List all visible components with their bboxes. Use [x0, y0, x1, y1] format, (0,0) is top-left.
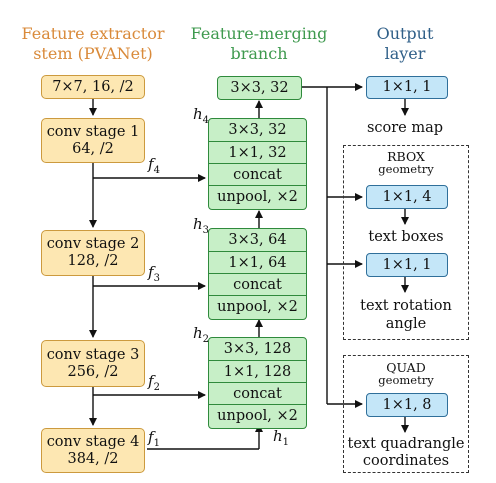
conv-stage-4-name: conv stage 4 [46, 433, 140, 450]
conv-stage-3-name: conv stage 3 [46, 346, 140, 363]
conv-stage-4: conv stage 4 384, /2 [41, 428, 145, 473]
merge-label-h2: h2 [193, 324, 210, 346]
rbox-subtitle: geometry [378, 162, 434, 176]
merge-block-h3-row: concat [209, 273, 306, 295]
text-rotation-conv: 1×1, 1 [366, 253, 448, 277]
stem-header-line1: Feature extractor [21, 24, 165, 43]
conv-stage-4-spec: 384, /2 [67, 450, 119, 467]
feature-label-f1: f1 [148, 428, 160, 450]
conv-stage-1: conv stage 1 64, /2 [41, 118, 145, 163]
conv-stage-2-name: conv stage 2 [46, 236, 140, 252]
merge-block-h3-row: unpool, ×2 [209, 295, 306, 317]
conv-stage-3-spec: 256, /2 [67, 363, 119, 380]
merge-header: Feature-merging branch [178, 24, 340, 64]
quad-geometry-group [343, 355, 469, 473]
stem-header: Feature extractor stem (PVANet) [4, 24, 182, 64]
merge-block-h4-row: concat [209, 163, 306, 185]
stem-input-label: 7×7, 16, /2 [52, 78, 134, 95]
text-boxes-label: text boxes [368, 229, 444, 245]
merge-block-h2-row: 3×3, 128 [223, 341, 292, 357]
quad-label-line2: coordinates [362, 453, 450, 469]
conv-stage-2-spec: 128, /2 [67, 253, 119, 269]
merge-block-h4-row: unpool, ×2 [209, 185, 306, 207]
score-map-label: score map [366, 120, 444, 136]
quad-label-line1: text quadrangle [347, 436, 465, 452]
quad-conv: 1×1, 8 [366, 393, 448, 417]
quad-title: QUAD [386, 360, 426, 375]
feature-label-f3: f3 [148, 263, 160, 285]
merge-top-conv-label: 3×3, 32 [230, 79, 289, 96]
merge-block-h2-row: unpool, ×2 [209, 404, 306, 426]
score-map-conv: 1×1, 1 [366, 76, 448, 99]
merge-header-line1: Feature-merging [190, 24, 328, 43]
merge-top-conv: 3×3, 32 [217, 76, 302, 100]
merge-block-h4: 3×3, 32 1×1, 32 concat unpool, ×2 [208, 118, 307, 210]
rbox-geometry-group [343, 145, 469, 340]
conv-stage-1-spec: 64, /2 [72, 140, 114, 157]
output-header-line1: Output [376, 24, 434, 43]
stem-header-line2: stem (PVANet) [33, 44, 153, 63]
score-map-conv-label: 1×1, 1 [382, 79, 432, 95]
feature-label-f4: f4 [148, 155, 160, 177]
merge-label-h3: h3 [193, 215, 210, 237]
feature-label-f2: f2 [148, 372, 160, 394]
merge-block-h2-row: concat [209, 382, 306, 404]
merge-label-h1: h1 [273, 427, 290, 449]
merge-block-h2: 3×3, 128 1×1, 128 concat unpool, ×2 [208, 337, 307, 429]
merge-block-h4-row: 1×1, 32 [209, 141, 306, 163]
merge-block-h3: 3×3, 64 1×1, 64 concat unpool, ×2 [208, 228, 307, 320]
output-header-line2: layer [384, 44, 426, 63]
text-rotation-conv-label: 1×1, 1 [382, 256, 432, 273]
conv-stage-3: conv stage 3 256, /2 [41, 340, 145, 387]
quad-subtitle: geometry [378, 373, 434, 387]
text-boxes-conv-label: 1×1, 4 [382, 188, 432, 205]
text-rotation-label-line2: angle [385, 316, 427, 332]
text-rotation-label-line1: text rotation [360, 298, 452, 314]
merge-label-h4: h4 [193, 105, 210, 127]
quad-conv-label: 1×1, 8 [382, 396, 432, 413]
merge-block-h4-row: 3×3, 32 [228, 122, 287, 138]
output-header: Output layer [350, 24, 460, 64]
merge-block-h2-row: 1×1, 128 [209, 360, 306, 382]
conv-stage-1-name: conv stage 1 [46, 123, 140, 140]
merge-block-h3-row: 3×3, 64 [228, 232, 287, 248]
merge-block-h3-row: 1×1, 64 [209, 251, 306, 273]
conv-stage-2: conv stage 2 128, /2 [41, 230, 145, 276]
text-boxes-conv: 1×1, 4 [366, 185, 448, 209]
merge-header-line2: branch [230, 44, 288, 63]
stem-input-conv: 7×7, 16, /2 [41, 75, 145, 99]
rbox-title: RBOX [387, 149, 425, 164]
